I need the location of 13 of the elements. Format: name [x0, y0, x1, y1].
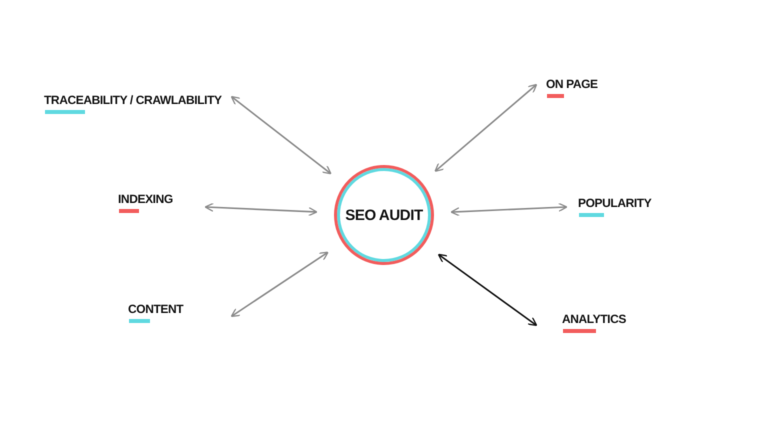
double-arrow — [438, 254, 538, 326]
topic-label: INDEXING — [118, 192, 173, 213]
topic-label: POPULARITY — [578, 196, 652, 217]
double-arrow — [230, 96, 332, 174]
topic-label: TRACEABILITY / CRAWLABILITY — [44, 93, 222, 114]
topic-label: ON PAGE — [546, 77, 598, 98]
double-arrow — [450, 202, 568, 216]
double-arrow — [204, 202, 318, 216]
double-arrow — [230, 252, 329, 318]
circle-label: SEO AUDIT — [345, 206, 423, 224]
topic-label: ANALYTICS — [562, 312, 626, 333]
double-arrow — [434, 84, 538, 172]
topic-label: CONTENT — [128, 302, 184, 323]
